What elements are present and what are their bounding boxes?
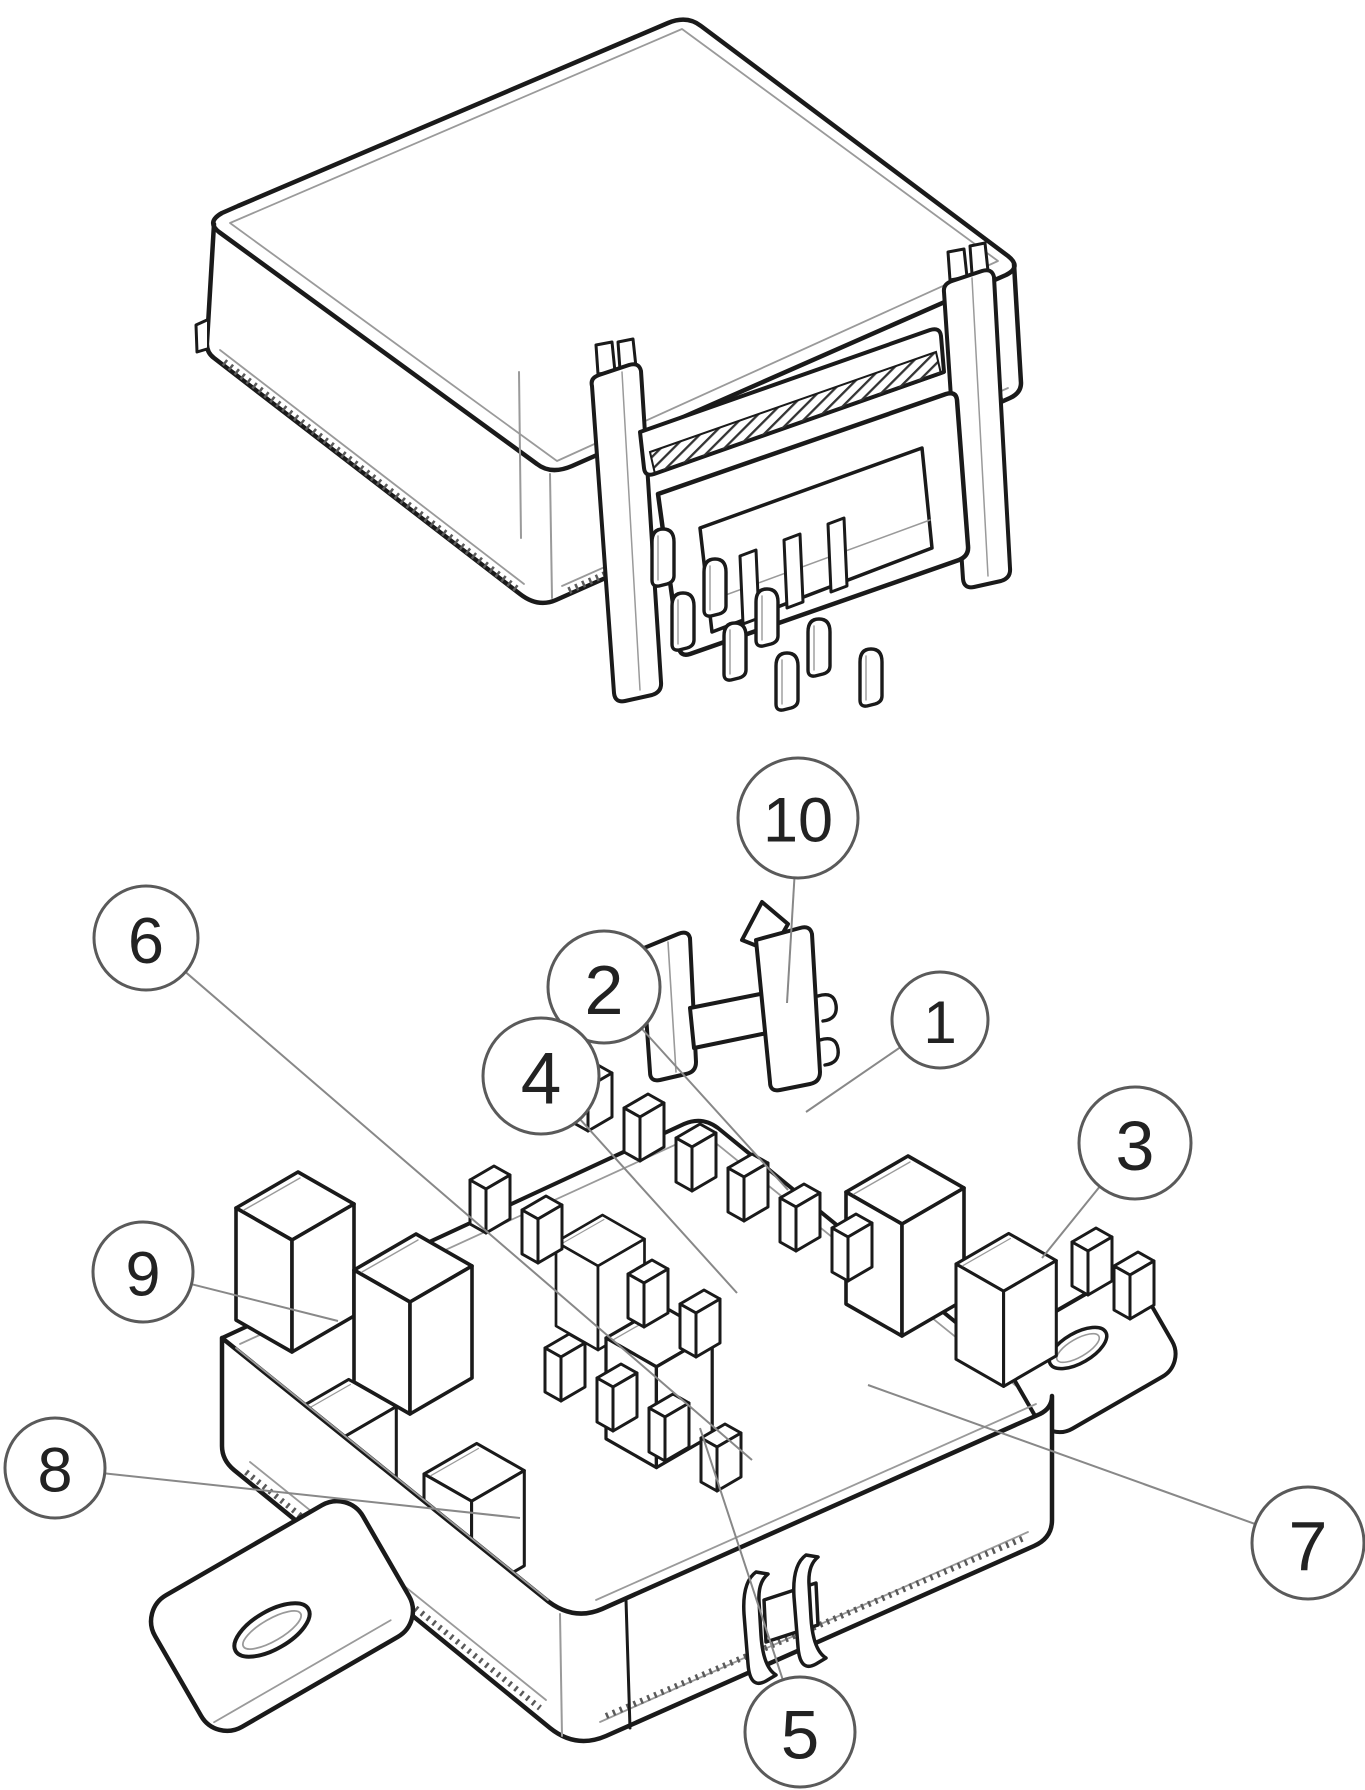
- callout-number: 5: [781, 1696, 819, 1773]
- leader-line-1: [805, 1046, 901, 1113]
- clip-bridge: [688, 990, 774, 1050]
- leader-line-6: [184, 971, 753, 1461]
- callout-number: 4: [521, 1038, 562, 1119]
- h-retainer-clip: [742, 1553, 828, 1686]
- cover-skirt-line: [219, 349, 525, 585]
- callout-7: 7: [1250, 1485, 1365, 1601]
- callout-6: 6: [92, 884, 200, 992]
- base-front-wall: [219, 1335, 1055, 1744]
- connector-hatch-band: [648, 350, 943, 476]
- callout-circle: [743, 1675, 857, 1789]
- mounting-hole: [232, 1601, 312, 1659]
- terminal-pin: [650, 527, 676, 588]
- callout-5: 5: [743, 1675, 857, 1789]
- clip-right-plate: [754, 925, 822, 1093]
- callout-circle: [481, 1016, 601, 1136]
- mini-fuse: [726, 1152, 770, 1223]
- relay-block: [954, 1231, 1058, 1388]
- relay-block: [234, 1170, 356, 1354]
- leader-line-5: [699, 1427, 784, 1681]
- callout-bubbles: 1 2 3 4 5 6 7 8 9 10: [3, 756, 1365, 1789]
- mini-fuse: [674, 1122, 718, 1193]
- callout-8: 8: [3, 1416, 107, 1520]
- connector-terminal: [826, 516, 849, 594]
- terminal-pin: [670, 591, 696, 652]
- callout-circle: [91, 1220, 195, 1324]
- cover-skirt: [204, 221, 1024, 606]
- leader-line-9: [191, 1283, 339, 1322]
- cover-top-inner-line: [229, 28, 999, 462]
- cover-edge-notch: [194, 318, 209, 354]
- callout-number: 3: [1116, 1107, 1155, 1185]
- mini-fuse: [543, 1332, 587, 1403]
- mini-fuse: [778, 1182, 822, 1253]
- callout-4: 4: [481, 1016, 601, 1136]
- mini-fuse: [830, 1212, 874, 1283]
- terminal-pin: [722, 621, 748, 682]
- callout-circle: [1077, 1085, 1193, 1201]
- clip-prong: [816, 992, 838, 1023]
- cover-lid: [194, 17, 1024, 606]
- callout-number: 2: [585, 951, 624, 1029]
- base-wall-seam: [624, 1598, 632, 1730]
- h-clip-right-flange: [792, 1553, 828, 1669]
- cover-seal-band: [221, 359, 521, 593]
- mini-fuse: [595, 1362, 639, 1433]
- mini-fuse: [678, 1288, 722, 1359]
- callout-circle: [3, 1416, 107, 1520]
- leader-line-4: [579, 1118, 738, 1294]
- mini-fuse: [626, 1258, 670, 1329]
- mini-fuse: [520, 1194, 564, 1265]
- fuse-puller-clip: [637, 900, 840, 1093]
- terminal-pin: [774, 651, 800, 712]
- base-back-rim: [220, 1118, 1048, 1398]
- callout-number: 10: [763, 786, 833, 856]
- clip-prong: [818, 1036, 840, 1067]
- terminal-pin: [702, 557, 728, 618]
- mini-fuse: [1112, 1250, 1156, 1321]
- terminal-pin: [806, 617, 832, 678]
- leader-line-10: [786, 877, 796, 1004]
- left-mounting-bracket: [148, 1498, 416, 1734]
- connector-terminal: [782, 532, 805, 610]
- callout-number: 1: [923, 989, 956, 1056]
- callout-circle: [736, 756, 860, 880]
- base-box: [148, 1032, 1178, 1744]
- callout-number: 9: [125, 1240, 160, 1310]
- leader-line-7: [867, 1384, 1256, 1526]
- callout-circle: [890, 970, 990, 1070]
- callout-number: 7: [1289, 1507, 1328, 1585]
- leader-line-8: [104, 1472, 521, 1519]
- cover-front-corner-edge: [549, 473, 553, 599]
- cover-seam: [518, 371, 522, 539]
- mounting-hole: [1047, 1325, 1109, 1371]
- callout-3: 3: [1077, 1085, 1193, 1201]
- callout-2: 2: [546, 929, 662, 1045]
- callout-10: 10: [736, 756, 860, 880]
- h-clip-left-flange: [742, 1570, 778, 1686]
- callout-circle: [546, 929, 662, 1045]
- leader-lines: [104, 877, 1256, 1681]
- terminal-pin: [858, 647, 884, 708]
- relay-block: [352, 1232, 474, 1416]
- base-front-corner-edge: [559, 1613, 563, 1737]
- callout-number: 8: [37, 1436, 72, 1506]
- terminal-pin: [754, 587, 780, 648]
- callout-layer: 1 2 3 4 5 6 7 8 9 10: [3, 756, 1365, 1789]
- callout-1: 1: [890, 970, 990, 1070]
- mini-fuse: [647, 1392, 691, 1463]
- leader-line-2: [640, 1027, 789, 1191]
- mini-fuse: [622, 1092, 666, 1163]
- callout-9: 9: [91, 1220, 195, 1324]
- callout-number: 6: [128, 904, 164, 977]
- callout-circle: [1250, 1485, 1365, 1601]
- mini-fuse: [1070, 1226, 1114, 1297]
- leader-line-3: [1041, 1185, 1101, 1259]
- callout-circle: [92, 884, 200, 992]
